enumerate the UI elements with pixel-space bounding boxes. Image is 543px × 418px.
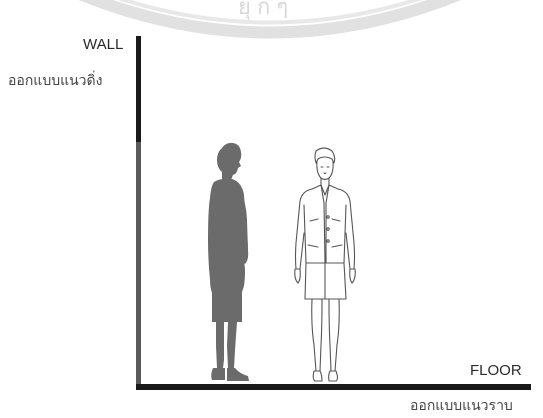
- wall-axis-upper: [136, 36, 141, 142]
- floor-label-en: FLOOR: [470, 362, 522, 379]
- floor-label-th: ออกแบบแนวราบ: [410, 395, 513, 417]
- woman-silhouette-icon: [200, 140, 260, 385]
- svg-text:ยุ ก ๆ: ยุ ก ๆ: [238, 0, 288, 20]
- wall-label-en: WALL: [83, 36, 123, 53]
- woman-outline-icon: [288, 145, 360, 385]
- watermark-seal-icon: ยุ ก ๆ: [0, 0, 543, 60]
- wall-label-th: ออกแบบแนวดิ่ง: [8, 70, 102, 92]
- wall-axis-lower: [136, 142, 141, 390]
